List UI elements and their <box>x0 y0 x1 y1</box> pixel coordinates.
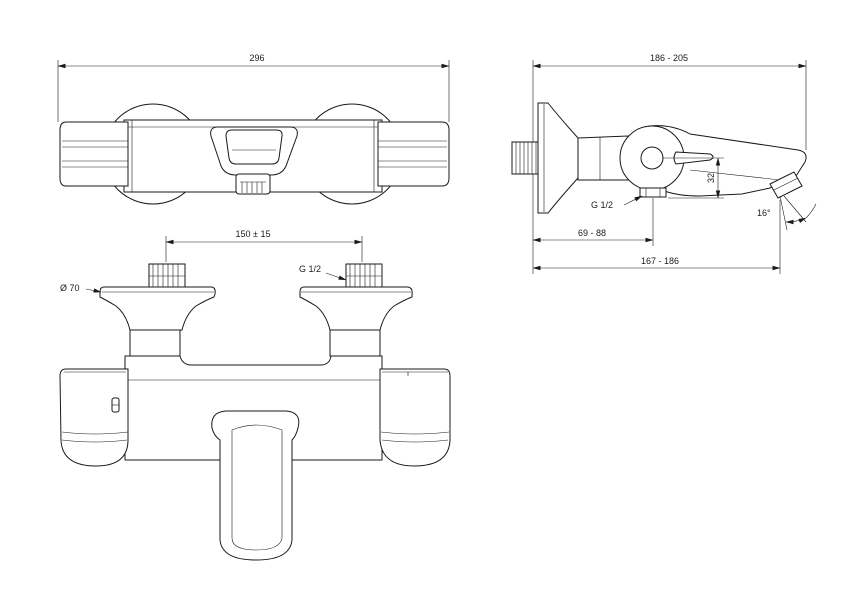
front-view: 296 <box>57 53 450 205</box>
spout-dim-label: 167 - 186 <box>641 256 679 266</box>
left-wall-flange <box>99 286 216 357</box>
outlet-nut-side <box>639 187 667 198</box>
height-dim-label: 32 <box>706 173 716 183</box>
angle-dimension: 16° <box>757 195 817 231</box>
outlet-dim-label: 69 - 88 <box>578 228 606 238</box>
height-dimension: 32 <box>662 157 724 199</box>
rosette-dim-label: Ø 70 <box>60 283 80 293</box>
flow-handle-bottom <box>379 368 451 467</box>
left-inlet-thread <box>148 263 186 289</box>
temperature-handle-bottom <box>59 368 129 467</box>
control-knob-side <box>619 125 685 191</box>
rosette-diameter-callout: Ø 70 <box>60 283 102 293</box>
centers-dimension: 150 ± 15 <box>165 229 363 262</box>
outlet-dimension: 69 - 88 <box>532 198 654 246</box>
aerator-front <box>235 173 271 195</box>
temperature-handle-left <box>59 121 129 187</box>
centers-dim-label: 150 ± 15 <box>236 229 271 239</box>
mixer-body-side <box>577 135 629 181</box>
right-inlet-thread <box>345 263 383 289</box>
width-dim-label: 296 <box>249 53 264 63</box>
side-thread-callout: G 1/2 <box>591 195 643 210</box>
depth-dim-label: 186 - 205 <box>650 53 688 63</box>
angle-dim-label: 16° <box>757 208 771 218</box>
spout-dimension: 167 - 186 <box>532 200 781 274</box>
bottom-thread-callout: G 1/2 <box>299 264 347 281</box>
right-wall-flange <box>299 286 413 357</box>
spout-bottom <box>211 410 300 561</box>
flow-handle-right <box>377 121 450 187</box>
bottom-view: 150 ± 15 <box>59 229 451 561</box>
mixer-body-bottom <box>124 355 383 461</box>
inlet-thread-side <box>511 141 541 175</box>
bottom-thread-label: G 1/2 <box>299 264 321 274</box>
side-thread-label: G 1/2 <box>591 200 613 210</box>
width-dimension: 296 <box>57 53 450 122</box>
aerator-side <box>769 171 803 199</box>
side-view: 186 - 205 <box>511 53 817 274</box>
spout-front <box>210 126 298 176</box>
